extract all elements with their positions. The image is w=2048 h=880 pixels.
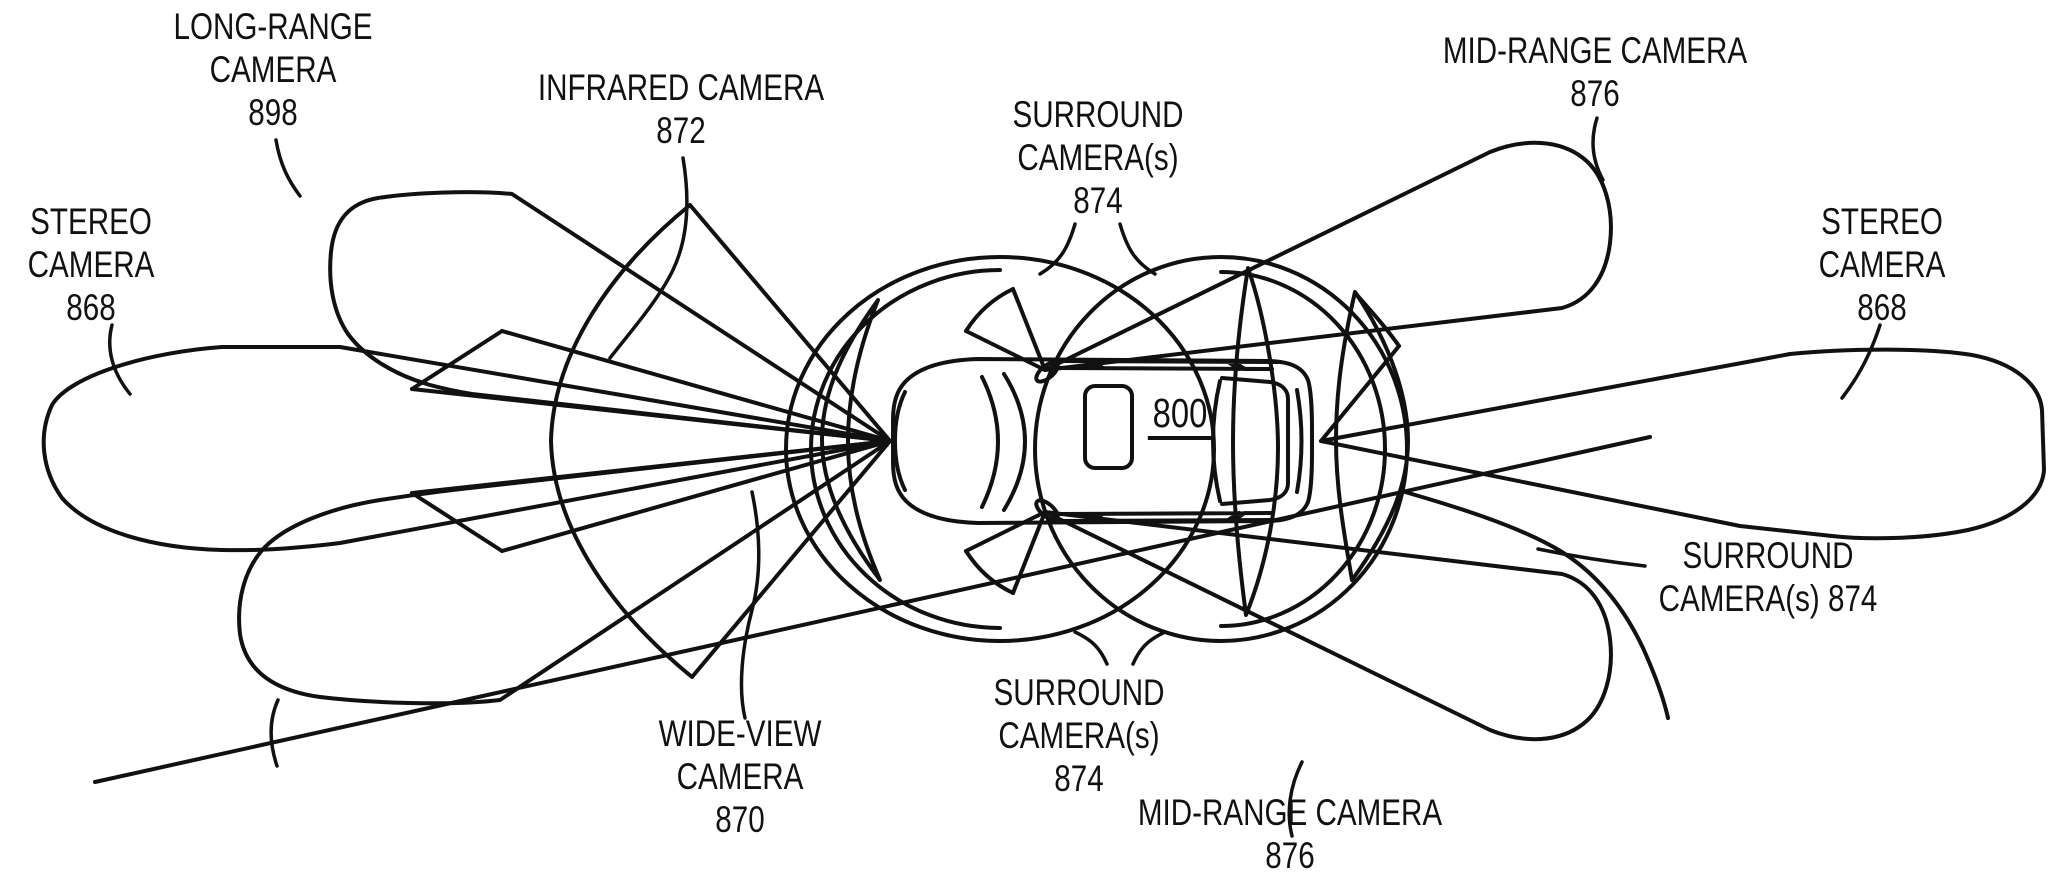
label-line: MID-RANGE CAMERA (1137, 792, 1443, 833)
label-line: CAMERA(s) (1017, 137, 1179, 178)
leader-mid-range-top (1591, 116, 1605, 182)
rear-side-sail-edge (1319, 344, 1401, 443)
car-body-outline (891, 357, 1314, 525)
mirror-fan-bottom-edge2 (1011, 510, 1047, 595)
label-line: STEREO (1821, 201, 1943, 242)
label-ref-numeral: 876 (1265, 835, 1315, 876)
mirror-fan-top-edge1 (964, 329, 1047, 372)
label-line: CAMERA(s) (998, 715, 1160, 756)
label-surround-cameras-bottom: SURROUND CAMERA(s) 874 (993, 671, 1164, 800)
label-line: STEREO (30, 201, 152, 242)
label-long-range-camera-top: LONG-RANGE CAMERA 898 (173, 5, 372, 134)
infrared-fov-edge (500, 329, 892, 443)
car-hood-line (980, 375, 1000, 509)
infrared-fov-far-edge (410, 329, 504, 391)
car-rear-window (1211, 379, 1222, 503)
long-range-beam-line-top (410, 387, 892, 443)
mid-range-fov-top-right (1043, 140, 1613, 372)
label-mid-range-camera-bottom: MID-RANGE CAMERA 876 (1138, 791, 1442, 877)
rear-side-sail-arc (1355, 293, 1401, 348)
label-ref-numeral: 874 (1073, 180, 1123, 221)
label-line: WIDE-VIEW (658, 713, 822, 754)
long-range-fov-bottom-left (237, 439, 892, 706)
leader-wide-view (739, 490, 761, 720)
label-stereo-camera-left: STEREO CAMERA 868 (28, 200, 155, 329)
lower-narrow-fov-edge (500, 439, 892, 553)
car-sunroof (1083, 384, 1134, 470)
leader-surround-bottom-left (1073, 630, 1109, 666)
car-mirror-top (1034, 360, 1060, 384)
car-front-bumper-line (893, 390, 907, 492)
label-line: CAMERA (1818, 244, 1946, 285)
leader-surround-right (1536, 547, 1647, 568)
label-ref-numeral: 870 (715, 799, 765, 840)
long-range-fov-top-left (328, 190, 892, 443)
leader-surround-top-right (1118, 222, 1157, 276)
label-ref-numeral: 898 (248, 92, 298, 133)
rear-side-fov-lens (1334, 290, 1410, 582)
vehicle-ref-numeral: 800 (1147, 393, 1213, 440)
label-line: SURROUND (1012, 94, 1184, 135)
mirror-fan-bottom-edge1 (964, 510, 1047, 553)
label-line: CAMERA (27, 244, 155, 285)
label-wide-view-camera: WIDE-VIEW CAMERA 870 (659, 712, 822, 841)
label-line: SURROUND (993, 672, 1165, 713)
leader-infrared (608, 156, 689, 360)
leader-surround-top-left (1038, 222, 1077, 276)
car-window-band-bottom (1054, 511, 1280, 523)
label-mid-range-camera-top: MID-RANGE CAMERA 876 (1443, 29, 1747, 115)
mirror-fan-top-edge2 (1011, 287, 1047, 372)
stereo-fov-right (1319, 347, 2046, 541)
mid-side-fov-lens (1231, 266, 1280, 617)
leader-stereo-left (108, 323, 132, 396)
label-ref-numeral: 868 (66, 287, 116, 328)
label-surround-cameras-right: SURROUND CAMERA(s) 874 (1659, 534, 1878, 620)
car-trunk-panel (1220, 376, 1290, 506)
label-ref-numeral: 876 (1570, 73, 1620, 114)
car-rear-bumper-line (1295, 388, 1304, 494)
label-infrared-camera: INFRARED CAMERA 872 (538, 66, 824, 152)
leader-mid-range-bottom (1287, 760, 1304, 838)
label-stereo-camera-right: STEREO CAMERA 868 (1819, 200, 1946, 329)
leader-long-range-top (274, 138, 302, 198)
car-windshield (1002, 372, 1027, 512)
surround-right-hook-curve (1403, 490, 1670, 720)
car-window-band-top (1054, 359, 1280, 371)
mid-range-fov-bottom-right (1043, 510, 1613, 742)
label-ref-numeral: 872 (656, 110, 706, 151)
rear-surround-inner-arc (1219, 270, 1387, 628)
label-ref-numeral: 874 (1054, 758, 1104, 799)
leader-long-range-bottom (269, 698, 280, 768)
mirror-fan-top-arc (964, 287, 1015, 333)
stereo-fov-left (41, 345, 892, 553)
label-line: INFRARED CAMERA (537, 67, 825, 108)
label-line: CAMERA (676, 756, 804, 797)
wide-view-fov (549, 203, 892, 679)
label-surround-cameras-top: SURROUND CAMERA(s) 874 (1012, 93, 1183, 222)
leader-surround-bottom-right (1131, 630, 1167, 666)
label-ref-numeral: 868 (1857, 287, 1907, 328)
long-range-beam-line-bottom (410, 439, 892, 495)
mirror-fan-bottom-arc (964, 549, 1015, 595)
car-mirror-bottom (1034, 498, 1060, 522)
label-line: MID-RANGE CAMERA (1442, 30, 1748, 71)
leader-stereo-right (1840, 323, 1882, 400)
label-line: CAMERA(s) 874 (1658, 578, 1878, 619)
long-cross-line (93, 435, 1652, 784)
label-line: CAMERA (209, 49, 337, 90)
label-line: SURROUND (1682, 535, 1854, 576)
label-line: LONG-RANGE (173, 6, 373, 47)
